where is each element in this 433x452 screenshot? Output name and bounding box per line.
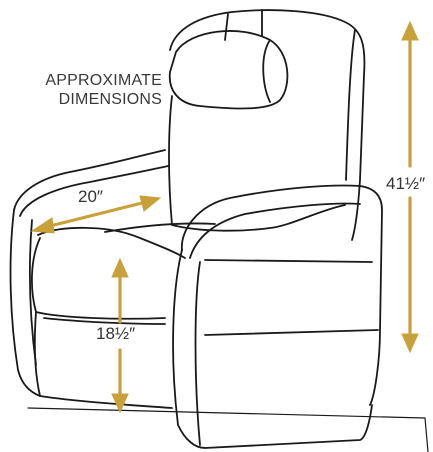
- width-arrow-head-right: [139, 195, 162, 212]
- right-panel-seam: [204, 329, 379, 336]
- height-arrow-head-bottom: [401, 333, 419, 354]
- left-arm-top: [19, 165, 169, 217]
- seat-front: [31, 237, 166, 320]
- width-arrow-head-left: [30, 217, 55, 234]
- back-stripe-1: [224, 13, 229, 41]
- dimensions-caption: APPROXIMATE DIMENSIONS: [30, 71, 162, 109]
- back-outer: [169, 9, 366, 241]
- caption-line-1: APPROXIMATE: [45, 72, 162, 89]
- floor-line: [27, 407, 429, 452]
- left-arm-front: [9, 209, 41, 397]
- seat-top: [37, 226, 186, 259]
- seat-arrow-head-bottom: [111, 393, 129, 414]
- width-measurement-label: 20″: [78, 187, 103, 206]
- left-arm-outer: [13, 149, 166, 211]
- right-arm-bottom: [204, 404, 373, 449]
- width-arrow-shaft: [44, 200, 148, 229]
- footrest-stitch: [43, 317, 166, 325]
- right-arm-front: [172, 249, 206, 449]
- headrest: [168, 30, 289, 110]
- right-arm-face: [194, 261, 201, 446]
- back-inner-edge: [345, 29, 356, 181]
- seat-height-measurement-label: 18½″: [96, 324, 136, 343]
- overall-height-measurement-label: 41½″: [386, 174, 426, 193]
- footrest: [33, 311, 173, 409]
- seat-arrow-head-top: [111, 257, 129, 278]
- seat-back-edge: [104, 222, 216, 233]
- back-panel: [168, 95, 346, 232]
- right-arm-stitch: [204, 259, 373, 263]
- height-arrow-head-top: [401, 20, 419, 41]
- caption-line-2: DIMENSIONS: [58, 91, 162, 108]
- right-arm-outer: [181, 184, 383, 406]
- right-arm-inner: [189, 202, 361, 259]
- headrest-fold: [262, 39, 271, 103]
